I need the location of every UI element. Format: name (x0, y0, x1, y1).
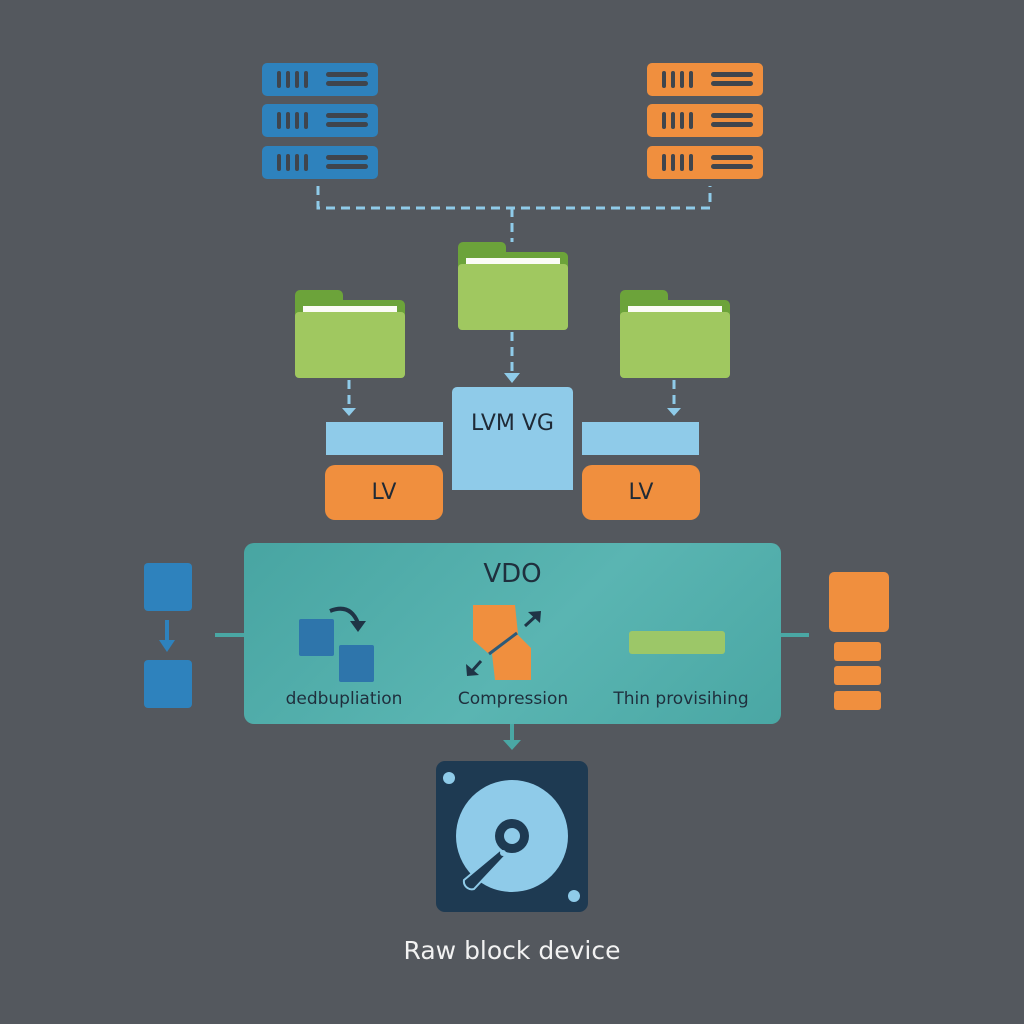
vdo-panel: VDO dedbupliation Compression Thin provi… (244, 543, 781, 724)
server-unit (647, 63, 763, 96)
block-copy-icon (144, 563, 192, 708)
lv-right-label: LV (628, 480, 654, 505)
arrow-center (504, 373, 520, 383)
vdo-to-disk-arrow (503, 740, 521, 750)
server-unit (262, 104, 378, 137)
server-unit (262, 63, 378, 96)
lvm-vg-label: LVM VG (471, 411, 554, 436)
lv-bar-left (326, 422, 443, 455)
server-unit (262, 146, 378, 179)
feature-label-compression: Compression (457, 689, 569, 709)
device-label: Raw block device (403, 936, 621, 965)
feature-label-thin-provisioning: Thin provisihing (613, 689, 749, 709)
vdo-title: VDO (483, 559, 542, 589)
thin-provisioning-icon (629, 631, 725, 654)
lvm-vg: LVM VG (452, 387, 573, 490)
arrow-left (342, 408, 356, 416)
server-unit (647, 146, 763, 179)
thin-blocks-icon (829, 572, 889, 710)
vdo-icons (299, 605, 725, 682)
folder-center-icon (458, 242, 568, 330)
folder-right-icon (620, 290, 730, 378)
lv-bar-right (582, 422, 699, 455)
feature-label-deduplication: dedbupliation (285, 689, 403, 709)
connector-left-server (316, 186, 712, 210)
arrow-right (667, 408, 681, 416)
lv-right: LV (582, 465, 700, 520)
server-unit (647, 104, 763, 137)
folder-left-icon (295, 290, 405, 378)
deduplication-icon (299, 606, 374, 682)
lv-left-label: LV (371, 480, 397, 505)
compression-icon (466, 605, 541, 680)
lv-left: LV (325, 465, 443, 520)
